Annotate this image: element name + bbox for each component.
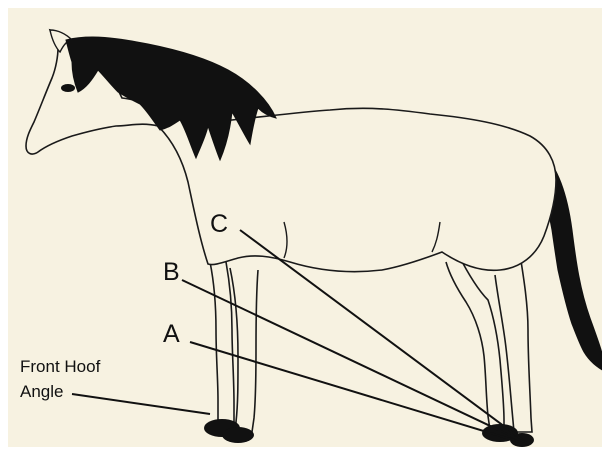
label-a: A	[163, 322, 180, 347]
front-hoof-near	[222, 427, 254, 443]
label-b: B	[163, 260, 180, 285]
horse-eye	[61, 84, 75, 92]
label-c: C	[210, 212, 228, 237]
label-front-hoof-line1: Front Hoof	[20, 356, 100, 378]
label-front-hoof-line2: Angle	[20, 381, 63, 403]
